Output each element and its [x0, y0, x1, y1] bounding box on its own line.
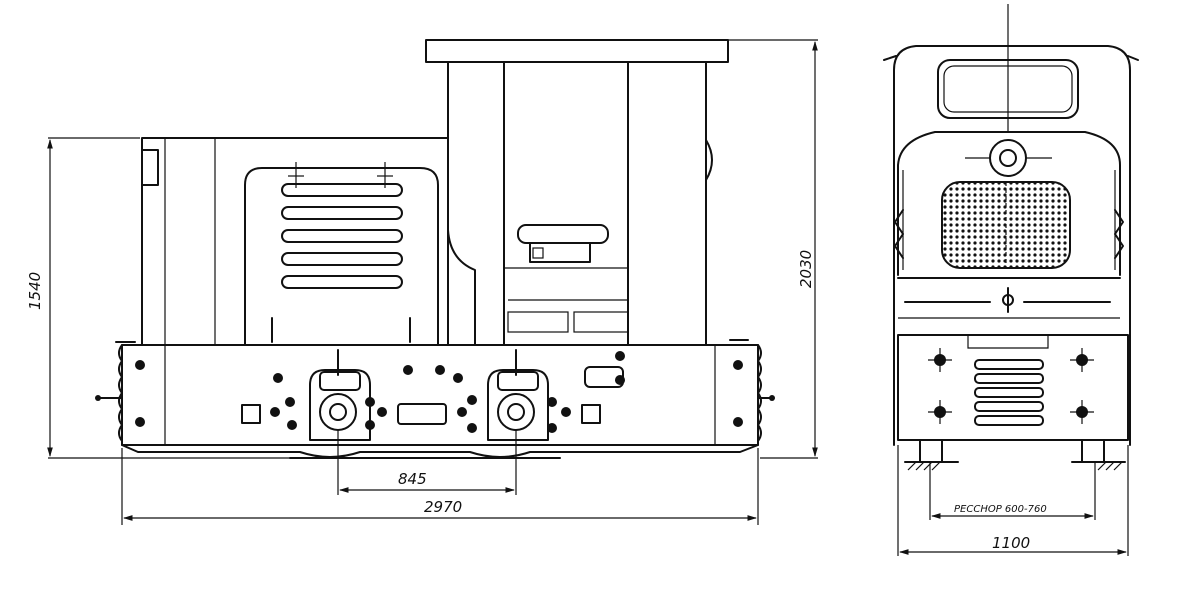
frame-bracket	[397, 403, 447, 425]
cab-roof	[425, 39, 729, 63]
hood	[141, 137, 449, 346]
spring-label: РЕССНОР 600-760	[954, 504, 1047, 515]
louver-panel	[244, 167, 439, 346]
side-view	[95, 39, 775, 459]
frame-skirt	[121, 444, 759, 458]
axlebox-rear	[309, 349, 371, 441]
front-cab-outline	[893, 45, 1131, 446]
frame	[121, 344, 759, 446]
driver-seat	[517, 224, 609, 244]
front-buffer	[757, 344, 762, 442]
dim-side-height: 1540	[26, 272, 44, 310]
frame-bolts	[135, 351, 743, 433]
side-dimensions	[47, 39, 818, 525]
rear-buffer	[118, 344, 123, 442]
front-bolts	[928, 348, 1094, 424]
dim-front-width: 1100	[992, 534, 1030, 552]
front-buffer-beam	[897, 334, 1129, 441]
front-vents	[974, 359, 1044, 426]
front-dimensions	[897, 445, 1129, 556]
dim-axle-base: 845	[398, 470, 427, 488]
dim-overall-height: 2030	[797, 250, 815, 288]
dim-overall-length: 2970	[424, 498, 462, 516]
headlight	[989, 139, 1027, 177]
front-view	[883, 45, 1139, 471]
axlebox-front	[487, 349, 549, 441]
louvers	[281, 183, 403, 289]
front-hood	[897, 131, 1121, 276]
